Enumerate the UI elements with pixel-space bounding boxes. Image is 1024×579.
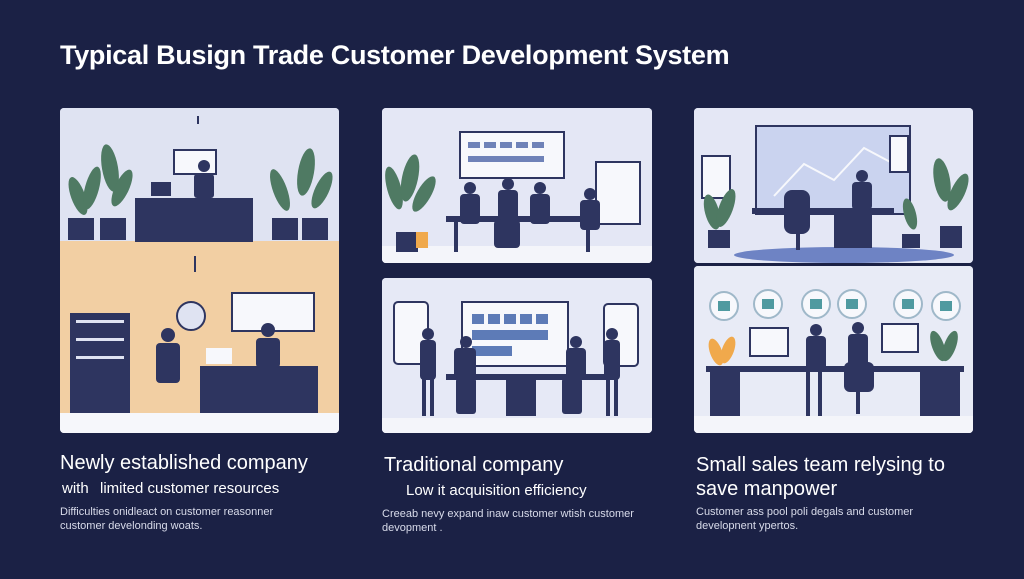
panel-traditional-bottom: [382, 278, 652, 433]
caption-subheading-prefix-1: with: [62, 480, 89, 497]
caption-description-1-line2: customer develonding woats.: [60, 520, 203, 532]
office-illustration-traditional-meeting: [382, 108, 652, 263]
caption-description-2-line1: Creeab nevy expand inaw customer wtish c…: [382, 508, 634, 520]
caption-subheading-2: Low it acquisition efficiency: [406, 482, 587, 499]
office-illustration-newly-established: [60, 108, 339, 433]
caption-description-1-line1: Difficulties onidleact on customer reaso…: [60, 506, 274, 518]
panel-newly-established: [60, 108, 339, 433]
office-illustration-small-team-meeting: [694, 108, 973, 263]
panel-small-team-top: [694, 108, 973, 263]
caption-heading-3-line2: save manpower: [696, 478, 838, 500]
caption-description-3-line1: Customer ass pool poli degals and custom…: [696, 506, 914, 518]
caption-description-3-line2: developnent ypertos.: [696, 520, 799, 532]
office-illustration-small-team-workspace: [694, 266, 973, 433]
panel-traditional-top: [382, 108, 652, 263]
caption-description-2-line2: devopment .: [382, 522, 443, 534]
caption-heading-3: Small sales team relysing to: [696, 454, 945, 476]
caption-heading-1: Newly established company: [60, 452, 308, 474]
panel-small-team-bottom: [694, 266, 973, 433]
caption-subheading-1: limited customer resources: [100, 480, 280, 497]
page-title: Typical Busign Trade Customer Developmen…: [60, 40, 730, 70]
caption-heading-2: Traditional company: [384, 454, 564, 476]
office-illustration-traditional-workspace: [382, 278, 652, 433]
